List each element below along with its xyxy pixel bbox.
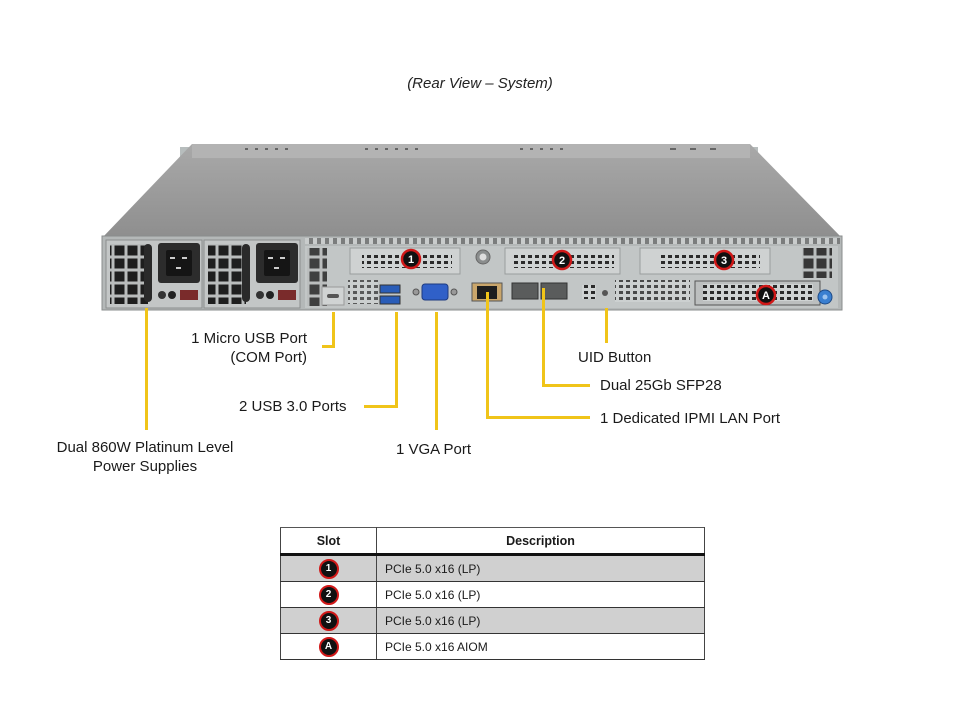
leader-psu <box>145 308 148 430</box>
table-row: 1 PCIe 5.0 x16 (LP) <box>280 554 705 582</box>
psu-handle <box>242 244 250 302</box>
callout-vga: 1 VGA Port <box>396 441 472 458</box>
badge-label: 3 <box>721 255 727 267</box>
leader-ipmi <box>486 292 489 418</box>
leader-ipmi-h <box>486 416 590 419</box>
slot-cell: 1 <box>280 554 377 582</box>
leader-micro-usb <box>332 312 335 347</box>
slot-table: Slot Description 1 PCIe 5.0 x16 (LP) 2 P… <box>280 527 705 660</box>
badge-slot-3: 3 <box>713 249 735 271</box>
leader-usb3 <box>395 312 398 407</box>
table-row: 2 PCIe 5.0 x16 (LP) <box>280 581 705 608</box>
slot-badge: 1 <box>318 558 339 579</box>
vga-port <box>421 283 449 301</box>
description-cell: PCIe 5.0 x16 AIOM <box>376 633 705 660</box>
server-rear-chassis: 1 2 3 A <box>101 144 843 311</box>
callout-usb3: 2 USB 3.0 Ports <box>239 398 347 415</box>
callout-ipmi: 1 Dedicated IPMI LAN Port <box>600 410 781 427</box>
badge-slot-a: A <box>755 284 777 306</box>
description-cell: PCIe 5.0 x16 (LP) <box>376 581 705 608</box>
power-supply-1 <box>105 239 203 309</box>
uid-button <box>602 290 608 296</box>
header-slot: Slot <box>280 527 377 556</box>
badge-label: A <box>762 290 770 302</box>
callout-psu-line1: Dual 860W Platinum Level <box>56 439 234 456</box>
usb3-port-1 <box>379 284 401 294</box>
slot-badge: A <box>318 636 339 657</box>
slot-badge: 3 <box>318 610 339 631</box>
badge-slot-2: 2 <box>551 249 573 271</box>
sfp28-port-1 <box>511 282 539 300</box>
callout-uid: UID Button <box>578 349 652 366</box>
usb3-port-2 <box>379 295 401 305</box>
top-cover <box>102 144 842 238</box>
leader-micro-usb-h <box>322 345 335 348</box>
description-cell: PCIe 5.0 x16 (LP) <box>376 554 705 582</box>
leader-sfp <box>542 288 545 387</box>
header-description: Description <box>376 527 705 556</box>
table-row: A PCIe 5.0 x16 AIOM <box>280 633 705 660</box>
leader-sfp-h <box>542 384 590 387</box>
badge-slot-1: 1 <box>400 248 422 270</box>
slot-cell: 2 <box>280 581 377 608</box>
sfp28-port-2 <box>540 282 568 300</box>
badge-label: 1 <box>408 254 414 266</box>
power-supply-2 <box>203 239 301 309</box>
figure-caption: (Rear View – System) <box>407 75 553 92</box>
callout-psu: Dual 860W Platinum Level Power Supplies <box>40 438 250 476</box>
callout-sfp: Dual 25Gb SFP28 <box>600 377 722 394</box>
slot-cell: 3 <box>280 607 377 634</box>
callout-micro-usb: 1 Micro USB Port (COM Port) <box>150 329 307 367</box>
leader-vga <box>435 312 438 430</box>
leader-usb3-h <box>364 405 398 408</box>
leader-uid <box>605 308 608 343</box>
slot-badge: 2 <box>318 584 339 605</box>
callout-micro-usb-line2: (COM Port) <box>230 349 307 366</box>
psu-handle <box>144 244 152 302</box>
callout-psu-line2: Power Supplies <box>92 458 198 475</box>
callout-micro-usb-line1: 1 Micro USB Port <box>191 330 307 347</box>
description-cell: PCIe 5.0 x16 (LP) <box>376 607 705 634</box>
table-row: 3 PCIe 5.0 x16 (LP) <box>280 607 705 634</box>
badge-label: 2 <box>559 255 565 267</box>
table-header-row: Slot Description <box>280 527 705 556</box>
slot-cell: A <box>280 633 377 660</box>
